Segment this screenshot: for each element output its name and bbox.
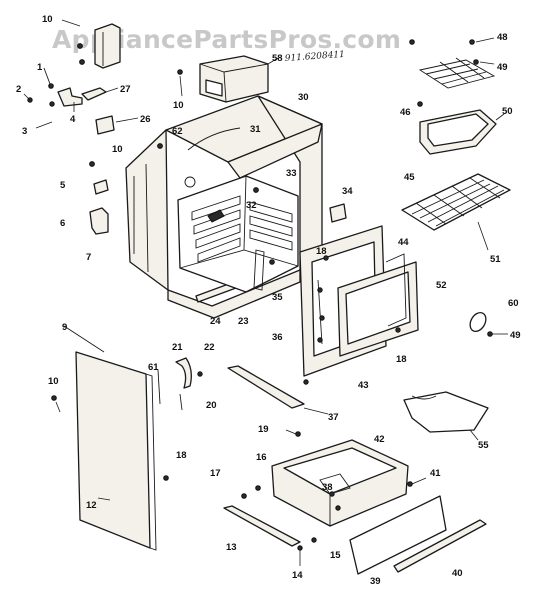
bracket-5-6 [89,143,163,235]
bracket-top-left [61,19,121,69]
callout-55: 55 [478,440,489,451]
callout-37: 37 [328,412,339,423]
callout-6: 6 [60,218,65,229]
callout-41: 41 [430,468,441,479]
callout-42: 42 [374,434,385,445]
callout-18: 18 [316,246,327,257]
callout-62: 62 [172,126,183,137]
callout-61: 61 [148,362,159,373]
callout-43: 43 [358,380,369,391]
callout-40: 40 [452,568,463,579]
oven-cabinet [125,95,323,319]
callout-20: 20 [206,400,217,411]
storage-drawer [241,439,427,527]
screw-1 [43,67,54,89]
callout-58: 58 [272,53,283,64]
callout-30: 30 [298,92,309,103]
callout-31: 31 [250,124,261,135]
callout-46: 46 [400,107,411,118]
callout-4: 4 [70,114,76,125]
callout-3: 3 [22,126,27,137]
callout-19: 19 [258,424,269,435]
callout-9: 9 [62,322,67,333]
callout-44: 44 [398,237,409,248]
callout-13: 13 [226,542,237,553]
callout-26: 26 [140,114,151,125]
insulation-34 [329,203,347,223]
vent-duct [177,55,279,103]
callout-35: 35 [272,292,283,303]
callout-50: 50 [502,106,513,117]
callout-38: 38 [322,482,333,493]
callout-7: 7 [86,252,91,263]
callout-51: 51 [490,254,501,265]
drawer-front-39 [349,495,447,575]
oven-door-frame [299,225,419,385]
callout-10: 10 [173,100,184,111]
gasket-55 [403,391,489,441]
callout-labels: 10 58 48 49 1 2 3 4 27 26 10 30 46 50 62… [16,14,521,587]
callout-32: 32 [246,200,257,211]
callout-15: 15 [330,550,341,561]
callout-16: 16 [256,452,267,463]
side-panel-12 [51,325,169,551]
callout-36: 36 [272,332,283,343]
bracket-26 [95,115,139,135]
rail-37 [227,365,329,437]
callout-24: 24 [210,316,221,327]
callout-48: 48 [497,32,508,43]
hinge-bracket-4 [57,87,83,112]
callout-2: 2 [16,84,21,95]
callout-22: 22 [204,342,215,353]
callout-1: 1 [37,62,43,73]
callout-27: 27 [120,84,131,95]
callout-10: 10 [48,376,59,387]
callout-18: 18 [176,450,187,461]
callout-49: 49 [510,330,521,341]
callout-49: 49 [497,62,508,73]
hinge-21-22 [157,357,203,411]
callout-60: 60 [508,298,519,309]
screw-2-3 [23,93,55,129]
broiler-pan [419,109,505,155]
model-number: 911.6208411 [285,50,346,64]
callout-5: 5 [60,180,66,191]
callout-10: 10 [42,14,53,25]
callout-14: 14 [292,570,303,581]
callout-17: 17 [210,468,221,479]
callout-52: 52 [436,280,447,291]
callout-33: 33 [286,168,297,179]
callout-45: 45 [404,172,415,183]
clip-27 [81,87,119,101]
callout-18: 18 [396,354,407,365]
broiler-grid [409,37,496,107]
callout-12: 12 [86,500,97,511]
knob-60 [469,312,508,337]
oven-rack [401,173,511,251]
callout-34: 34 [342,186,353,197]
callout-10: 10 [112,144,123,155]
callout-39: 39 [370,576,381,587]
callout-21: 21 [172,342,183,353]
callout-23: 23 [238,316,249,327]
drawer-rail-40 [393,519,487,573]
drawer-rail-13 [223,505,317,566]
